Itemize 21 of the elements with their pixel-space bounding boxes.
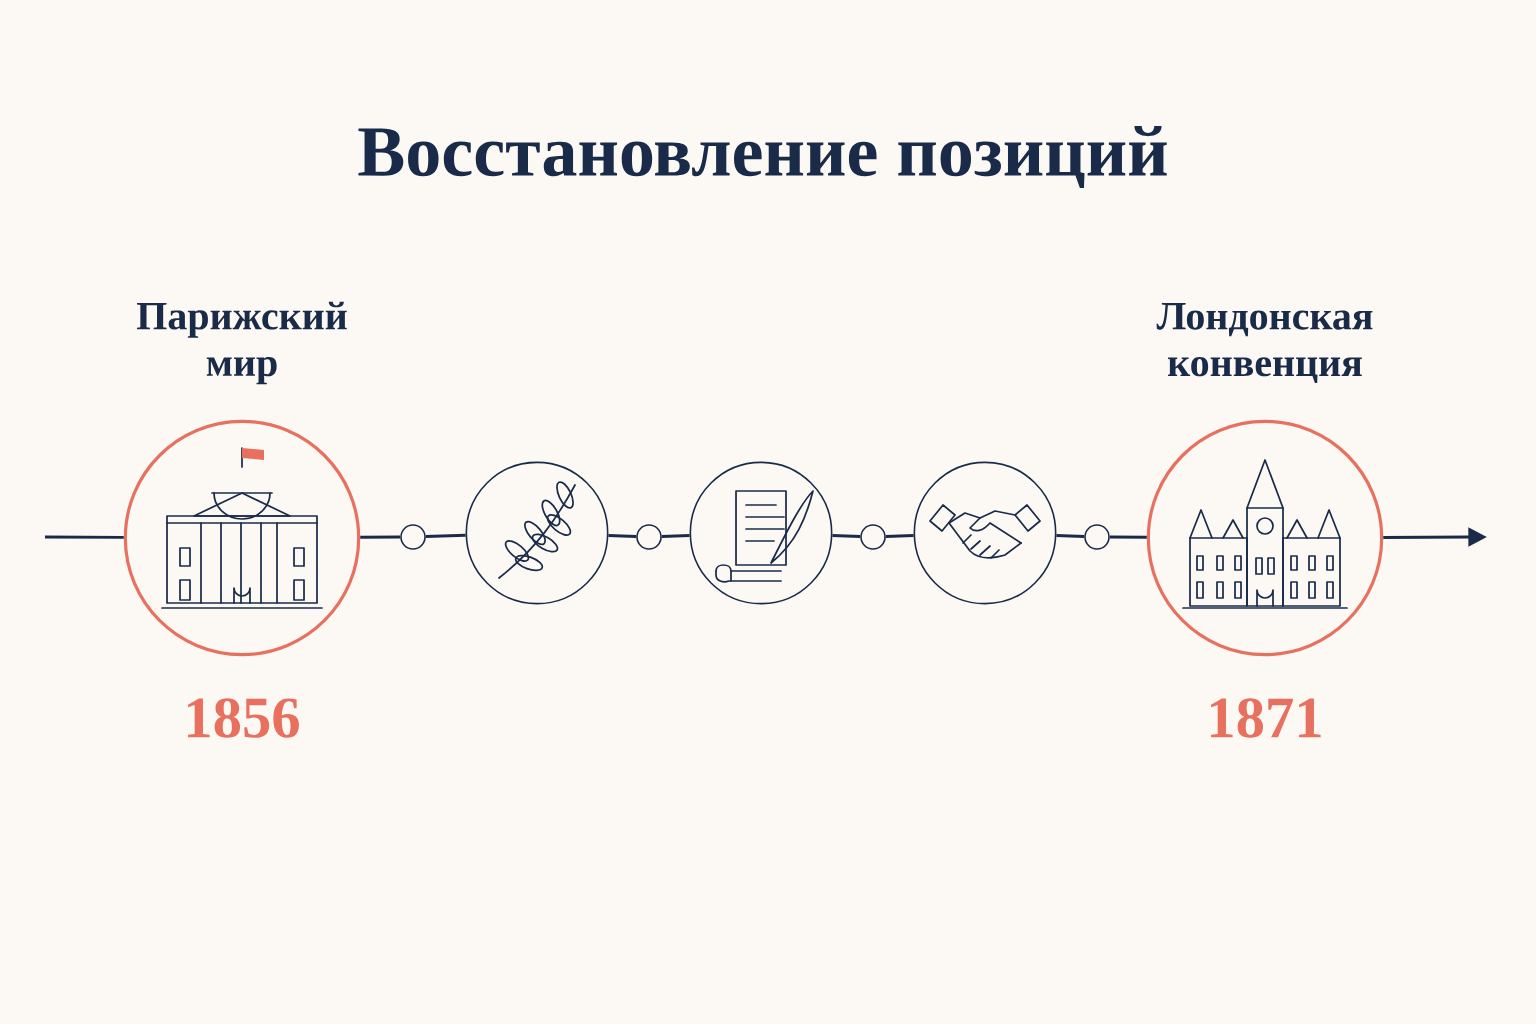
icon-circle [689,461,833,605]
timeline-line [1056,534,1085,538]
milestone-heading: Парижский мир [137,301,347,385]
icon-circle [913,461,1057,605]
timeline-line [1109,535,1147,539]
timeline-line [425,533,466,539]
timeline-line [832,534,861,538]
timeline-line [608,534,637,538]
timeline-dot [1084,524,1110,550]
year-label: 1856 [188,698,299,738]
timeline-dot [636,524,662,550]
timeline-dot [860,524,886,550]
timeline-line [360,535,401,539]
milestone-heading: Лондонская конвенция [1156,303,1373,383]
icon-circle [465,461,609,605]
timeline-line [661,534,690,538]
year-label: 1871 [1211,698,1321,738]
timeline-dot [400,524,426,550]
timeline-line [45,535,124,539]
title: Восстановление позиций [358,125,1167,189]
timeline-line [885,534,914,538]
